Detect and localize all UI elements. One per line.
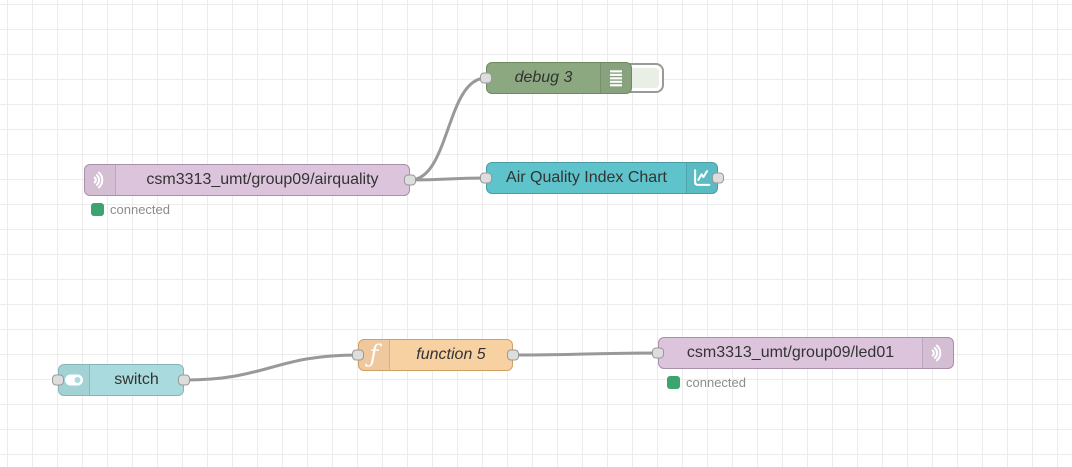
- wire[interactable]: [511, 351, 660, 357]
- broadcast-icon: [922, 338, 953, 368]
- status-connected-icon: [667, 376, 680, 389]
- output-port[interactable]: [404, 174, 416, 186]
- node-label: csm3313_umt/group09/led01: [686, 344, 895, 361]
- output-port[interactable]: [712, 172, 724, 184]
- wire[interactable]: [408, 176, 488, 182]
- node-function[interactable]: ƒ function 5: [352, 339, 519, 371]
- output-port[interactable]: [178, 374, 190, 386]
- node-label: switch: [114, 371, 159, 388]
- input-port[interactable]: [480, 172, 492, 184]
- output-port[interactable]: [507, 349, 519, 361]
- node-mqtt-out-led01[interactable]: csm3313_umt/group09/led01: [652, 337, 954, 369]
- input-port[interactable]: [352, 349, 364, 361]
- input-port[interactable]: [652, 347, 664, 359]
- node-label: debug 3: [514, 69, 573, 86]
- status-text: connected: [686, 375, 746, 390]
- wire[interactable]: [408, 76, 488, 182]
- node-debug[interactable]: debug 3: [480, 62, 632, 94]
- toggle-icon: [59, 365, 90, 395]
- status-connected-icon: [91, 203, 104, 216]
- node-label: csm3313_umt/group09/airquality: [146, 171, 379, 188]
- debug-toggle-button-face: [625, 68, 659, 88]
- node-mqtt-in-airquality[interactable]: csm3313_umt/group09/airquality: [84, 164, 416, 196]
- status-text: connected: [110, 202, 170, 217]
- input-port[interactable]: [52, 374, 64, 386]
- function-icon: ƒ: [359, 340, 390, 370]
- node-status: connected: [667, 375, 746, 390]
- node-ui-chart[interactable]: Air Quality Index Chart: [480, 162, 724, 194]
- wire[interactable]: [182, 353, 360, 382]
- line-chart-icon: [686, 163, 717, 193]
- input-port[interactable]: [480, 72, 492, 84]
- debug-messages-icon: [600, 63, 631, 93]
- node-status: connected: [91, 202, 170, 217]
- node-ui-switch[interactable]: switch: [52, 364, 190, 396]
- node-label: Air Quality Index Chart: [506, 169, 667, 186]
- node-label: function 5: [416, 346, 486, 363]
- broadcast-icon: [85, 165, 116, 195]
